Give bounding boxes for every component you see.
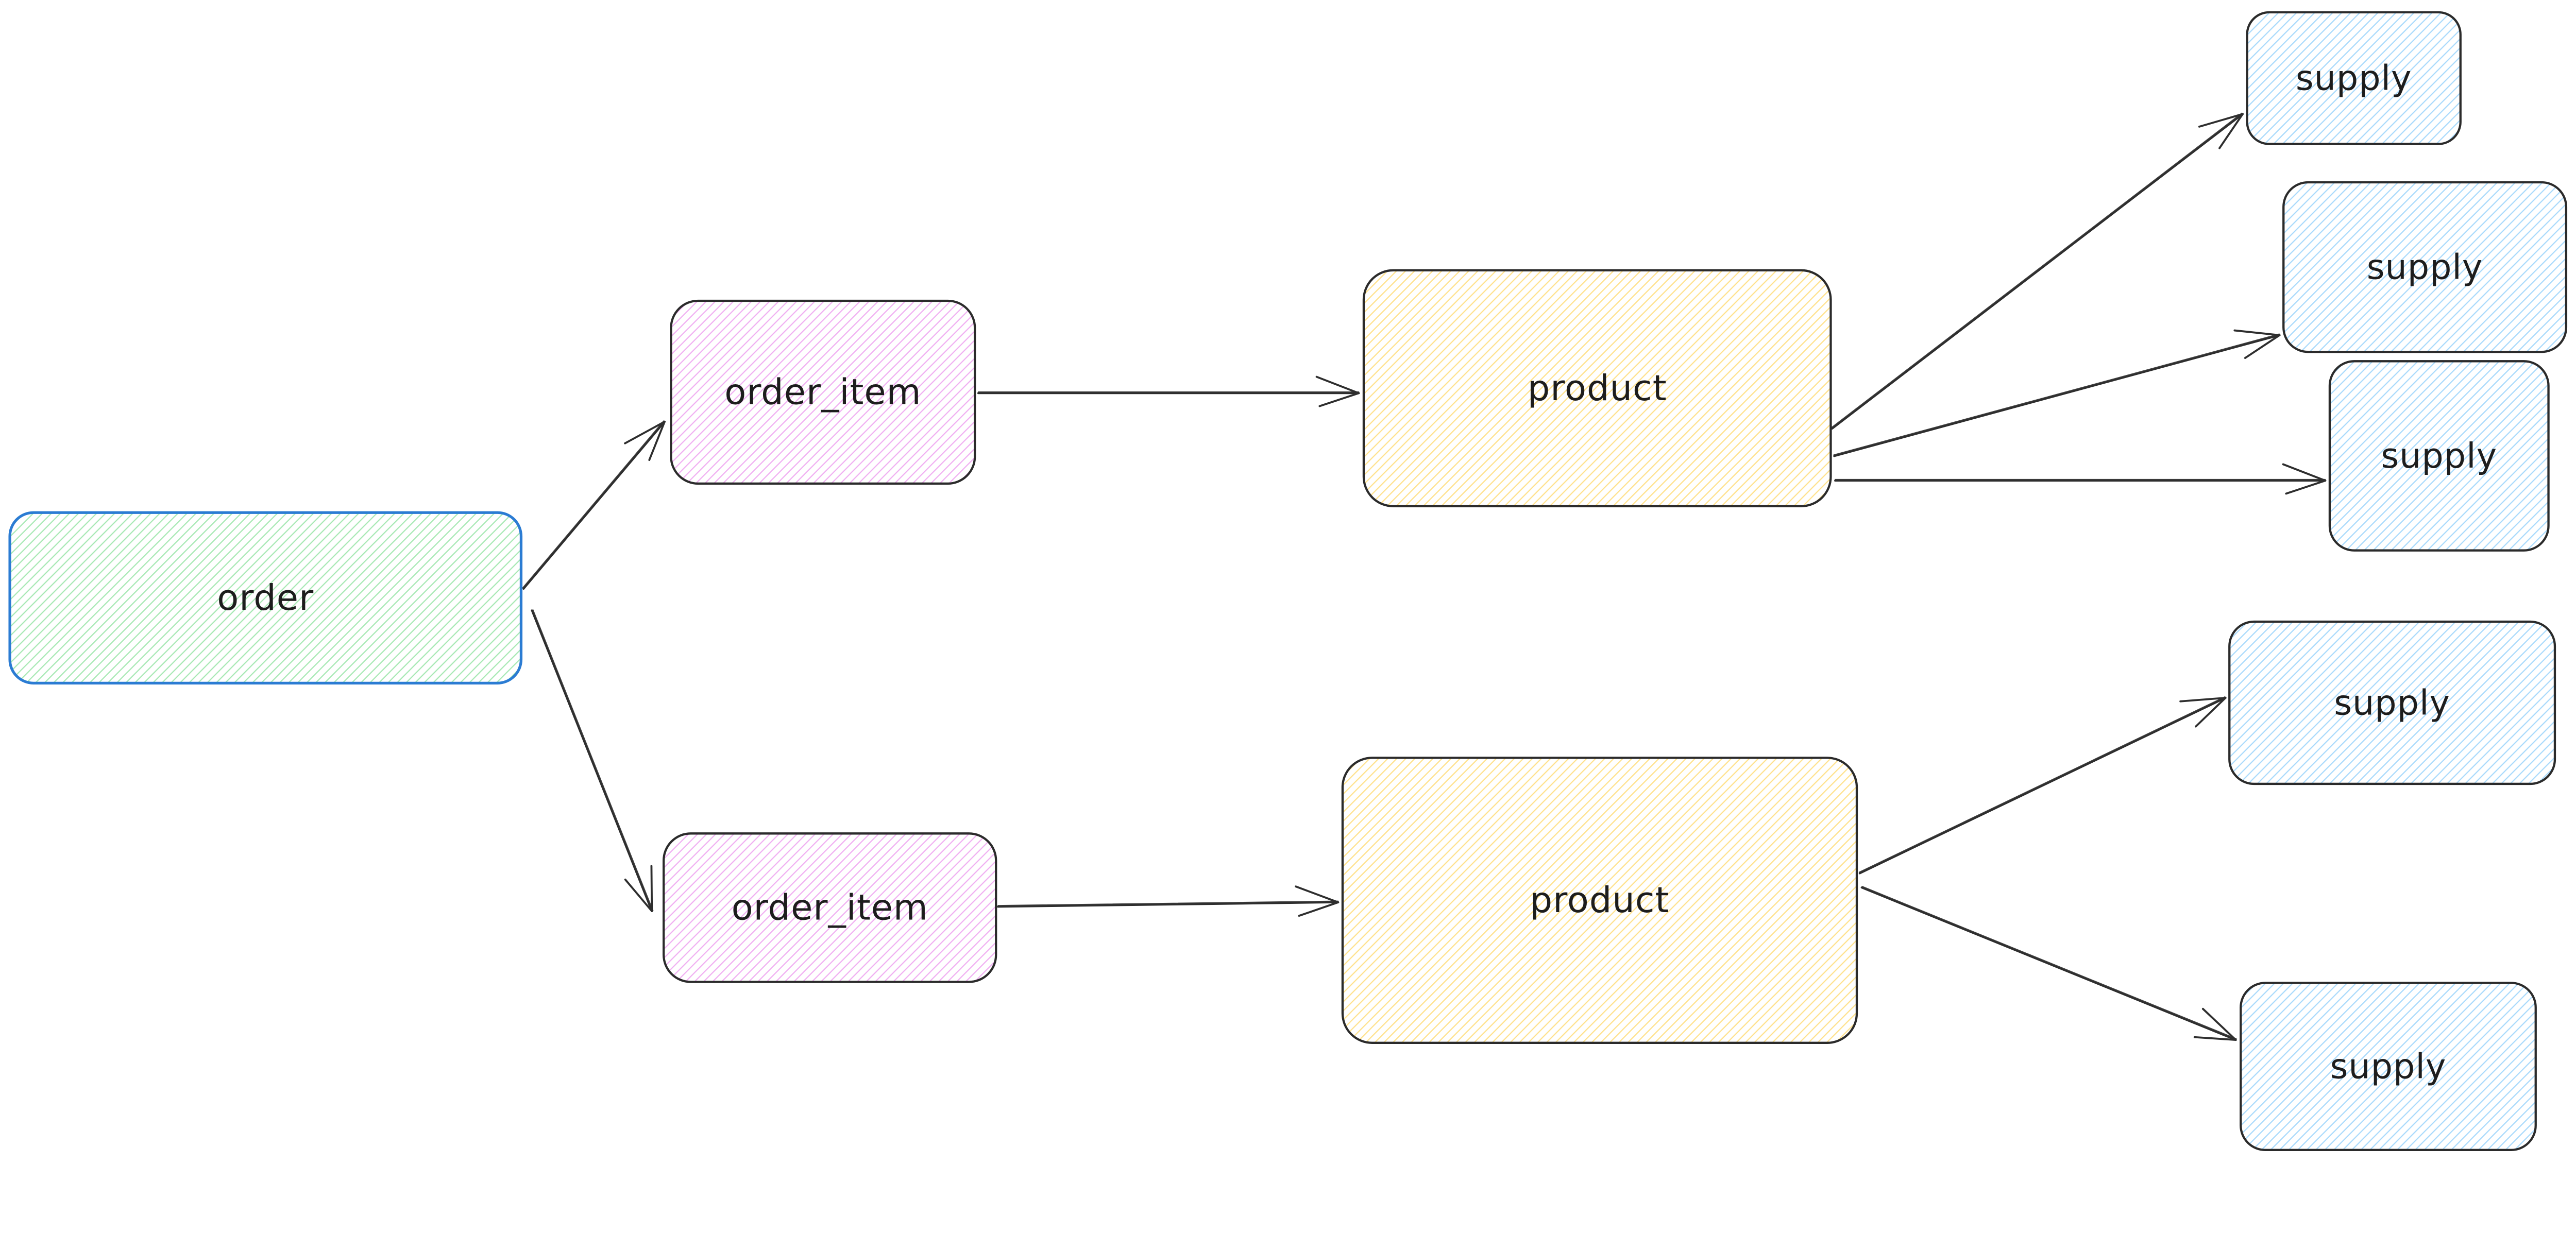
node-supply_1: supply <box>2246 11 2462 145</box>
arrowhead-icon <box>2195 697 2227 728</box>
arrow-product_top-to-supply_1[interactable] <box>1831 112 2244 430</box>
arrow-product_top-to-supply_3[interactable] <box>1834 463 2327 495</box>
supply_2-box[interactable] <box>2282 181 2568 353</box>
arrowhead-icon <box>1298 901 1340 917</box>
arrow-order_item_top-to-product_top[interactable] <box>977 375 1360 407</box>
arrowhead-icon <box>1318 392 1360 407</box>
arrowhead-icon <box>2218 113 2244 149</box>
arrowhead-icon <box>1295 885 1340 903</box>
supply_3-label: supply <box>2381 436 2497 476</box>
arrow-order-to-order_item_top[interactable] <box>522 420 666 590</box>
arrowhead-icon <box>2198 113 2244 128</box>
node-supply_2: supply <box>2282 181 2568 353</box>
order_item_bottom-box[interactable] <box>663 832 997 983</box>
arrowhead-icon <box>650 865 653 912</box>
arrow-product_top-to-supply_2[interactable] <box>1833 329 2281 457</box>
arrowhead-icon <box>624 420 666 444</box>
arrowhead-icon <box>2244 334 2281 359</box>
supply_1-label: supply <box>2296 58 2412 98</box>
supply_5-box[interactable] <box>2240 982 2537 1151</box>
arrowhead-icon <box>2193 1036 2237 1041</box>
supply_5-label: supply <box>2330 1047 2447 1087</box>
order-label: order <box>217 577 314 619</box>
node-order: order <box>8 511 523 684</box>
node-order_item_top: order_item <box>670 299 976 485</box>
arrow-order-to-order_item_bottom[interactable] <box>531 609 654 912</box>
supply_3-box[interactable] <box>2328 360 2550 552</box>
arrowhead-icon <box>2282 463 2327 482</box>
arrow-product_bottom-to-supply_4[interactable] <box>1858 696 2227 875</box>
order_item_top-label: order_item <box>724 371 921 413</box>
product_top-box[interactable] <box>1362 269 1832 507</box>
arrow-order_item_bottom-to-product_bottom[interactable] <box>997 885 1340 917</box>
node-product_top: product <box>1362 269 1832 507</box>
node-supply_4: supply <box>2228 620 2556 785</box>
supply_2-label: supply <box>2367 247 2483 287</box>
nodes-layer: orderorder_itemorder_itemproductproducts… <box>8 11 2568 1151</box>
node-product_bottom: product <box>1341 757 1858 1044</box>
arrow-product_bottom-to-supply_5[interactable] <box>1860 886 2237 1041</box>
arrowhead-icon <box>1315 375 1360 395</box>
order_item_top-box[interactable] <box>670 299 976 485</box>
arrowhead-icon <box>2233 329 2281 336</box>
arrowhead-icon <box>648 420 666 461</box>
node-supply_5: supply <box>2240 982 2537 1151</box>
node-order_item_bottom: order_item <box>663 832 997 983</box>
arrowhead-icon <box>2179 697 2227 703</box>
supply_4-label: supply <box>2334 682 2450 723</box>
arrowhead-icon <box>2201 1007 2237 1041</box>
supply_4-box[interactable] <box>2228 620 2556 785</box>
edges-layer <box>522 112 2327 1041</box>
supply_1-box[interactable] <box>2246 11 2462 145</box>
product_bottom-label: product <box>1530 880 1670 921</box>
order_item_bottom-label: order_item <box>732 887 928 928</box>
order-box[interactable] <box>8 511 523 684</box>
arrowhead-icon <box>2285 480 2327 495</box>
node-supply_3: supply <box>2328 360 2550 552</box>
arrowhead-icon <box>624 878 653 912</box>
product_top-label: product <box>1528 368 1667 409</box>
diagram-canvas[interactable]: orderorder_itemorder_itemproductproducts… <box>0 0 2576 1177</box>
product_bottom-box[interactable] <box>1341 757 1858 1044</box>
